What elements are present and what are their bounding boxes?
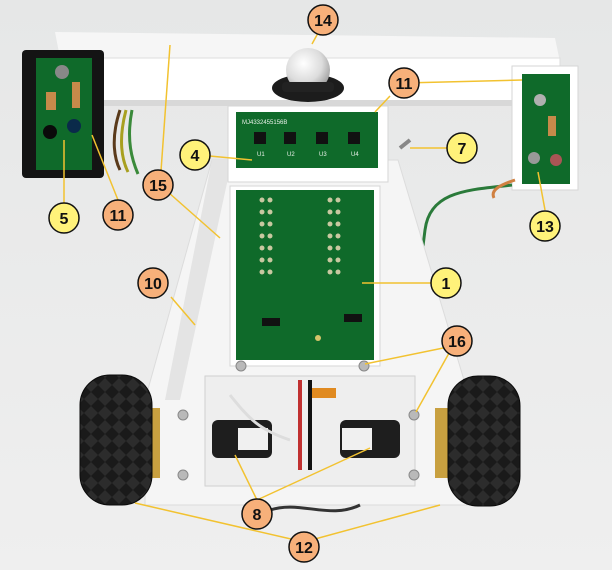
sensor-label-u3: U3 xyxy=(319,152,327,158)
callout-10: 10 xyxy=(137,267,169,299)
left-wires xyxy=(112,109,140,175)
callout-13: 13 xyxy=(529,210,561,242)
callout-15-label: 15 xyxy=(149,178,167,195)
callout-11-right-label: 11 xyxy=(396,76,413,93)
callout-15: 15 xyxy=(142,169,174,201)
callouts: 1 4 5 7 8 10 11 11 xyxy=(48,4,561,563)
callout-10-label: 10 xyxy=(144,276,162,293)
right-sensor-box xyxy=(511,65,579,191)
callout-1-label: 1 xyxy=(442,276,451,293)
callout-11-right: 11 xyxy=(388,67,420,99)
main-controller-pcb xyxy=(229,185,381,367)
callout-14-label: 14 xyxy=(314,13,332,30)
sensor-label-u4: U4 xyxy=(351,152,359,158)
callout-14: 14 xyxy=(307,4,339,36)
callout-4-label: 4 xyxy=(191,148,200,165)
leader-lines xyxy=(63,23,546,543)
sensor-label-u2: U2 xyxy=(287,152,295,158)
callout-13-label: 13 xyxy=(536,219,554,236)
wheel-left xyxy=(79,374,160,506)
callout-11-left-label: 11 xyxy=(110,208,127,225)
callout-11-left: 11 xyxy=(102,199,134,231)
ball-caster xyxy=(272,48,344,102)
callout-7-label: 7 xyxy=(458,141,467,158)
sensor-label-u1: U1 xyxy=(257,152,265,158)
left-sensor-box xyxy=(22,50,104,178)
callout-7: 7 xyxy=(446,132,478,164)
callout-5-label: 5 xyxy=(60,211,69,228)
callout-8-label: 8 xyxy=(253,507,262,524)
callout-8: 8 xyxy=(241,498,273,530)
callout-16: 16 xyxy=(441,325,473,357)
screws xyxy=(177,360,420,481)
callout-4: 4 xyxy=(179,139,211,171)
header-pins-left xyxy=(259,197,273,275)
header-pins-right xyxy=(327,197,341,275)
line-sensor-array: MJ4332455156B U1 U2 U3 U4 xyxy=(227,105,389,183)
callout-1: 1 xyxy=(430,267,462,299)
callout-12-label: 12 xyxy=(295,540,313,557)
motor-bay xyxy=(204,375,416,513)
right-wires xyxy=(398,138,516,271)
wheel-right xyxy=(435,375,521,507)
callout-16-label: 16 xyxy=(448,334,466,351)
pcb-silkscreen-label: MJ4332455156B xyxy=(242,120,287,126)
callout-5: 5 xyxy=(48,202,80,234)
callout-12: 12 xyxy=(288,531,320,563)
